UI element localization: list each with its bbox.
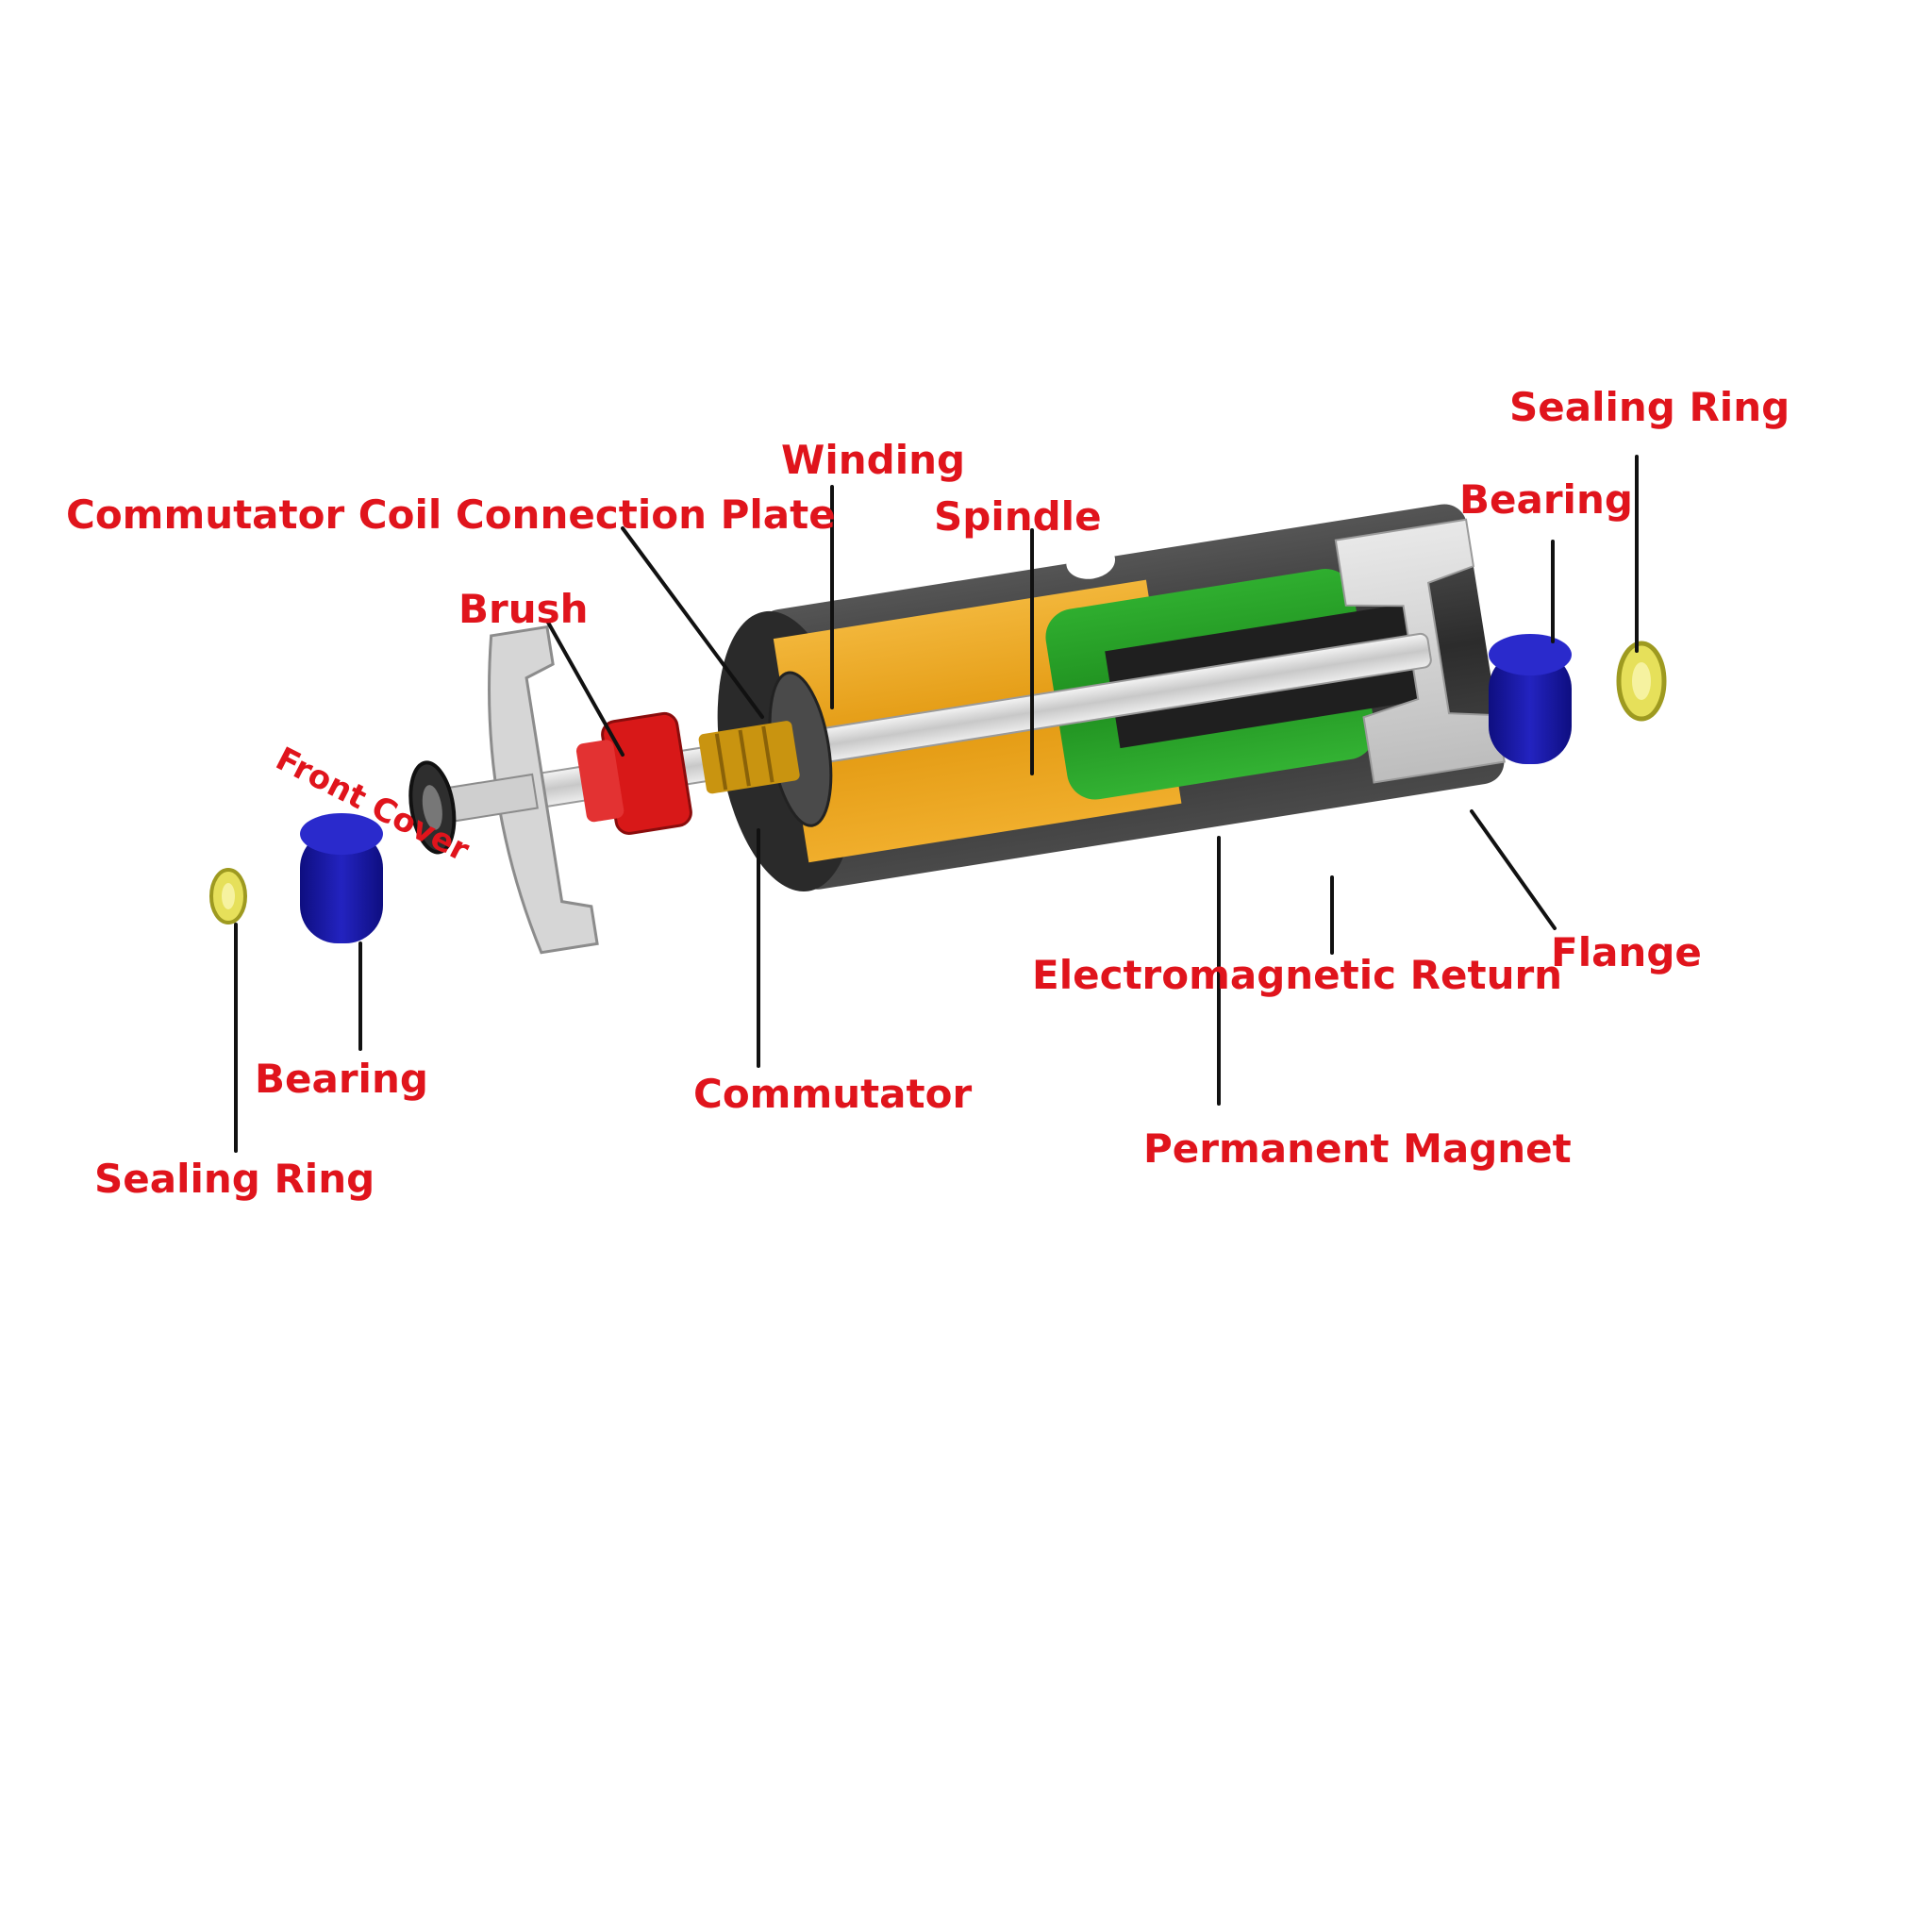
bearing-left-part [300,813,383,943]
label-sealing-ring-left: Sealing Ring [94,1156,375,1202]
label-bearing-left: Bearing [255,1056,428,1102]
sealing-ring-left-part [209,868,247,924]
label-sealing-ring-right: Sealing Ring [1509,384,1790,430]
label-spindle: Spindle [934,493,1102,540]
motor-assembly [408,504,1506,955]
leader-connection-plate [621,526,764,719]
label-connection-plate: Commutator Coil Connection Plate [66,491,836,538]
label-bearing-right: Bearing [1459,476,1633,523]
leader-flange [1470,809,1557,930]
sealing-ring-right-part [1616,641,1667,722]
bearing-right-part [1489,634,1572,764]
brush-part [575,711,692,835]
label-commutator: Commutator [693,1071,972,1117]
label-permanent-magnet: Permanent Magnet [1143,1125,1572,1172]
leader-lines [234,455,1639,1153]
label-flange: Flange [1551,929,1702,975]
label-brush: Brush [458,586,589,632]
labels: Sealing Ring Bearing Winding Spindle Com… [66,384,1790,1202]
commutator-part [698,721,800,794]
label-winding: Winding [781,437,965,483]
label-electromagnetic-return: Electromagnetic Return [1032,952,1562,998]
leader-brush [545,619,625,757]
front-cover-part [447,625,599,955]
